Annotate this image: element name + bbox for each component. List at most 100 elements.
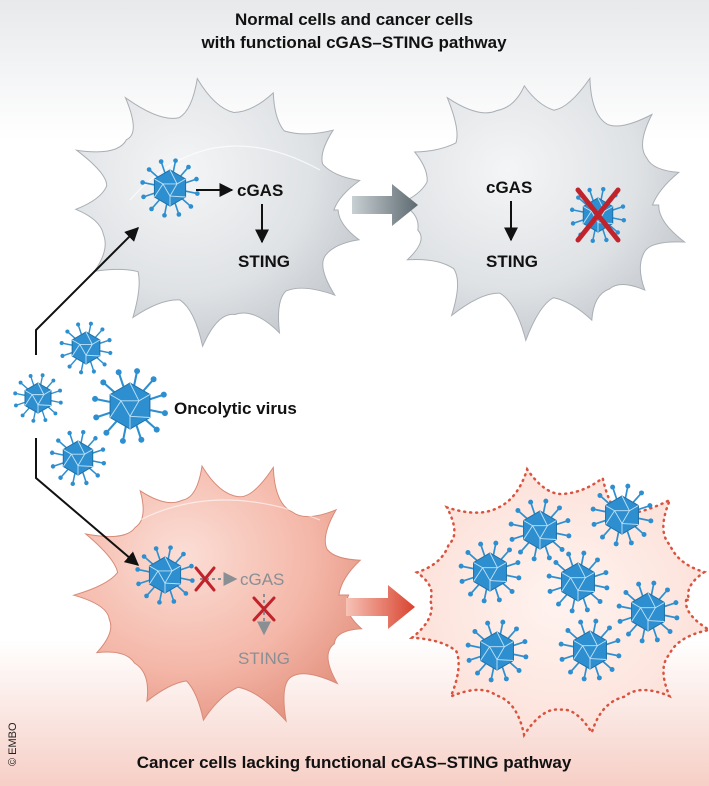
virus-spike-tip: [481, 598, 487, 604]
copyright: © EMBO: [7, 722, 19, 766]
virus-spike-tip: [514, 626, 519, 632]
virus-spike-tip: [636, 581, 642, 587]
virus-spike-tip: [459, 578, 465, 584]
virus-spike-tip: [135, 567, 140, 572]
virus-spike-tip: [601, 186, 606, 192]
virus-spike-tip: [157, 600, 162, 605]
virus-spike-tip: [488, 677, 494, 683]
virus-facet: [63, 449, 72, 455]
progeny-virus-icon: [465, 619, 529, 683]
virus-spike-tip: [31, 418, 36, 423]
virus-facet: [489, 580, 507, 582]
virus-spike-tip: [621, 218, 627, 223]
virus-spike-tip: [158, 159, 164, 164]
virus-spike-tip: [50, 464, 56, 469]
virus-facet: [621, 495, 630, 511]
virus-facet: [120, 400, 140, 418]
virus-spike-tip: [91, 369, 96, 374]
virus-spike-tip: [546, 573, 552, 579]
virus-facet: [604, 206, 613, 212]
virus-spike-tip: [466, 657, 472, 663]
virus-spike-tip: [543, 498, 549, 504]
virus-spike-tip: [465, 642, 471, 648]
progeny-virus-icon: [508, 498, 572, 562]
virus-spike-tip: [53, 411, 58, 416]
virus-spike-tip: [546, 555, 552, 561]
virus-facet: [62, 453, 72, 467]
virus-facet: [481, 567, 499, 582]
virus-spike-tip: [516, 668, 522, 673]
virus-spike-tip: [81, 429, 86, 435]
virus-spike-tip: [149, 206, 154, 212]
virus-spike-tip: [547, 588, 553, 594]
virus-spike-tip: [14, 403, 18, 408]
virus-facet: [70, 453, 86, 467]
virus-facet: [547, 520, 557, 527]
block-x-icon: [252, 596, 276, 622]
virus-facet: [629, 505, 639, 512]
virus-spike-tip: [189, 563, 194, 569]
virus-spike-tip: [475, 670, 480, 676]
tr-sting-label: STING: [486, 252, 538, 271]
virus-facet: [489, 552, 498, 568]
tr-cgas-label: cGAS: [486, 178, 532, 197]
virus-spike-tip: [70, 481, 75, 487]
virus-spike-tip: [78, 370, 84, 375]
virus-spike-tip: [59, 340, 64, 346]
virus-spike-tip: [565, 628, 571, 633]
oncolytic-virus-icon: [13, 373, 63, 423]
virus-spike-tip: [136, 581, 141, 587]
virus-facet: [77, 465, 93, 467]
virus-facet: [504, 641, 514, 648]
virus-facet: [523, 520, 533, 527]
virus-spike-tip: [153, 546, 159, 551]
virus-spike-tip: [188, 204, 194, 209]
virus-facet: [129, 382, 140, 402]
virus-spike-tip: [472, 629, 478, 634]
virus-facet: [589, 630, 598, 646]
virus-spike-tip: [566, 533, 572, 539]
oncolytic-virus-icon: [92, 368, 168, 444]
virus-facet: [24, 394, 33, 406]
virus-spike-tip: [523, 654, 529, 660]
virus-facet: [647, 592, 656, 608]
virus-spike-tip: [516, 575, 522, 581]
cell-membrane-highlight: [139, 499, 321, 521]
virus-facet: [164, 582, 181, 585]
virus-spike-tip: [674, 615, 680, 621]
oncolytic-virus-label: Oncolytic virus: [174, 399, 297, 418]
tl-cgas-label: cGAS: [237, 181, 283, 200]
virus-spike-tip: [528, 499, 534, 505]
virus-spike-tip: [485, 620, 491, 626]
progeny-virus-icon: [546, 550, 610, 614]
virus-facet: [109, 394, 122, 402]
virus-spike-tip: [173, 158, 178, 163]
virus-spike-tip: [465, 550, 471, 555]
virus-spike-tip: [578, 619, 584, 625]
virus-spike-tip: [568, 669, 573, 675]
virus-spike-tip: [67, 364, 72, 369]
virus-spike-tip: [181, 551, 186, 557]
virus-facet: [523, 525, 533, 540]
virus-spike-tip: [102, 362, 107, 367]
virus-spike-tip: [43, 418, 48, 422]
virus-spike-tip: [101, 461, 107, 466]
virus-spike-tip: [20, 413, 25, 418]
virus-facet: [149, 565, 159, 572]
virus-spike-tip: [194, 176, 199, 182]
virus-facet: [77, 440, 86, 455]
virus-spike-tip: [138, 436, 145, 443]
virus-spike-tip: [569, 608, 575, 614]
virus-spike-tip: [565, 518, 571, 524]
virus-spike-tip: [604, 585, 610, 591]
virus-spike-tip: [557, 505, 562, 511]
virus-facet: [569, 577, 587, 592]
virus-spike-tip: [590, 506, 596, 512]
oncolytic-virus-icon: [59, 321, 113, 375]
virus-spike-tip: [639, 490, 644, 496]
virus-spike-tip: [509, 589, 515, 594]
virus-facet: [597, 640, 607, 647]
progeny-virus-icon: [458, 540, 522, 604]
virus-spike-tip: [615, 638, 621, 644]
